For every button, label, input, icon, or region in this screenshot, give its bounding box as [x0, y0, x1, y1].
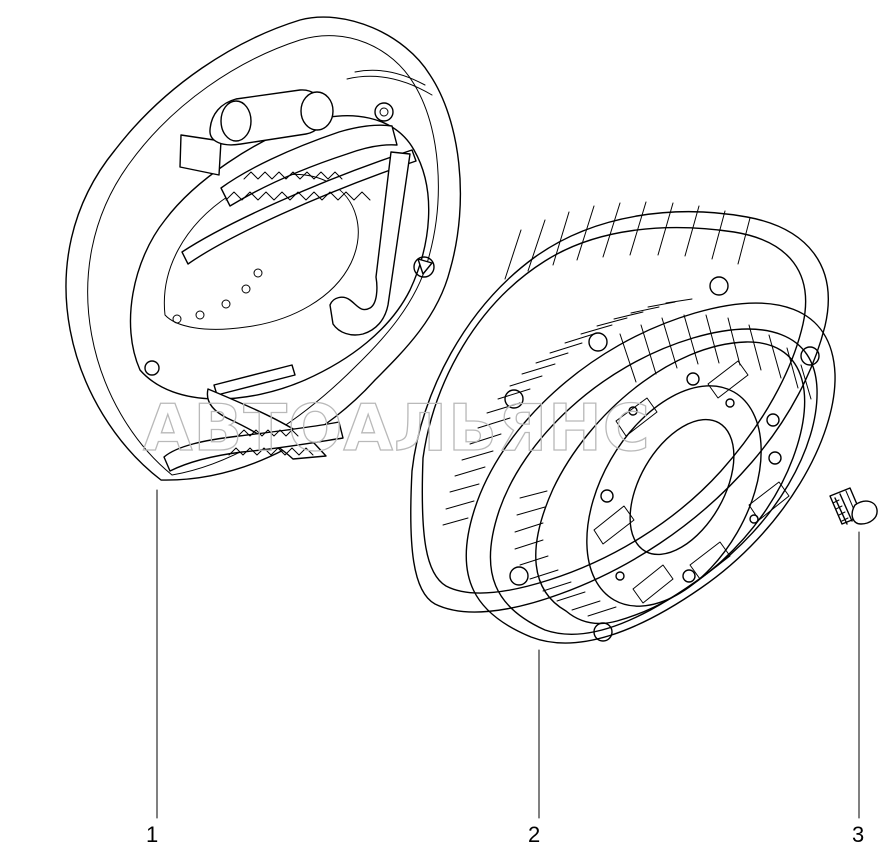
- part-2-brake-drum: [410, 201, 836, 644]
- callout-label-3: 3: [852, 822, 864, 847]
- part-1-brake-assembly: [65, 16, 462, 481]
- callout-label-1: 1: [146, 822, 158, 847]
- callout-leaders: [156, 489, 860, 819]
- watermark-text: АВТОАЛЬЯНС: [143, 392, 651, 466]
- part-3-wheel-bolt: [829, 487, 878, 525]
- callout-label-2: 2: [528, 822, 540, 847]
